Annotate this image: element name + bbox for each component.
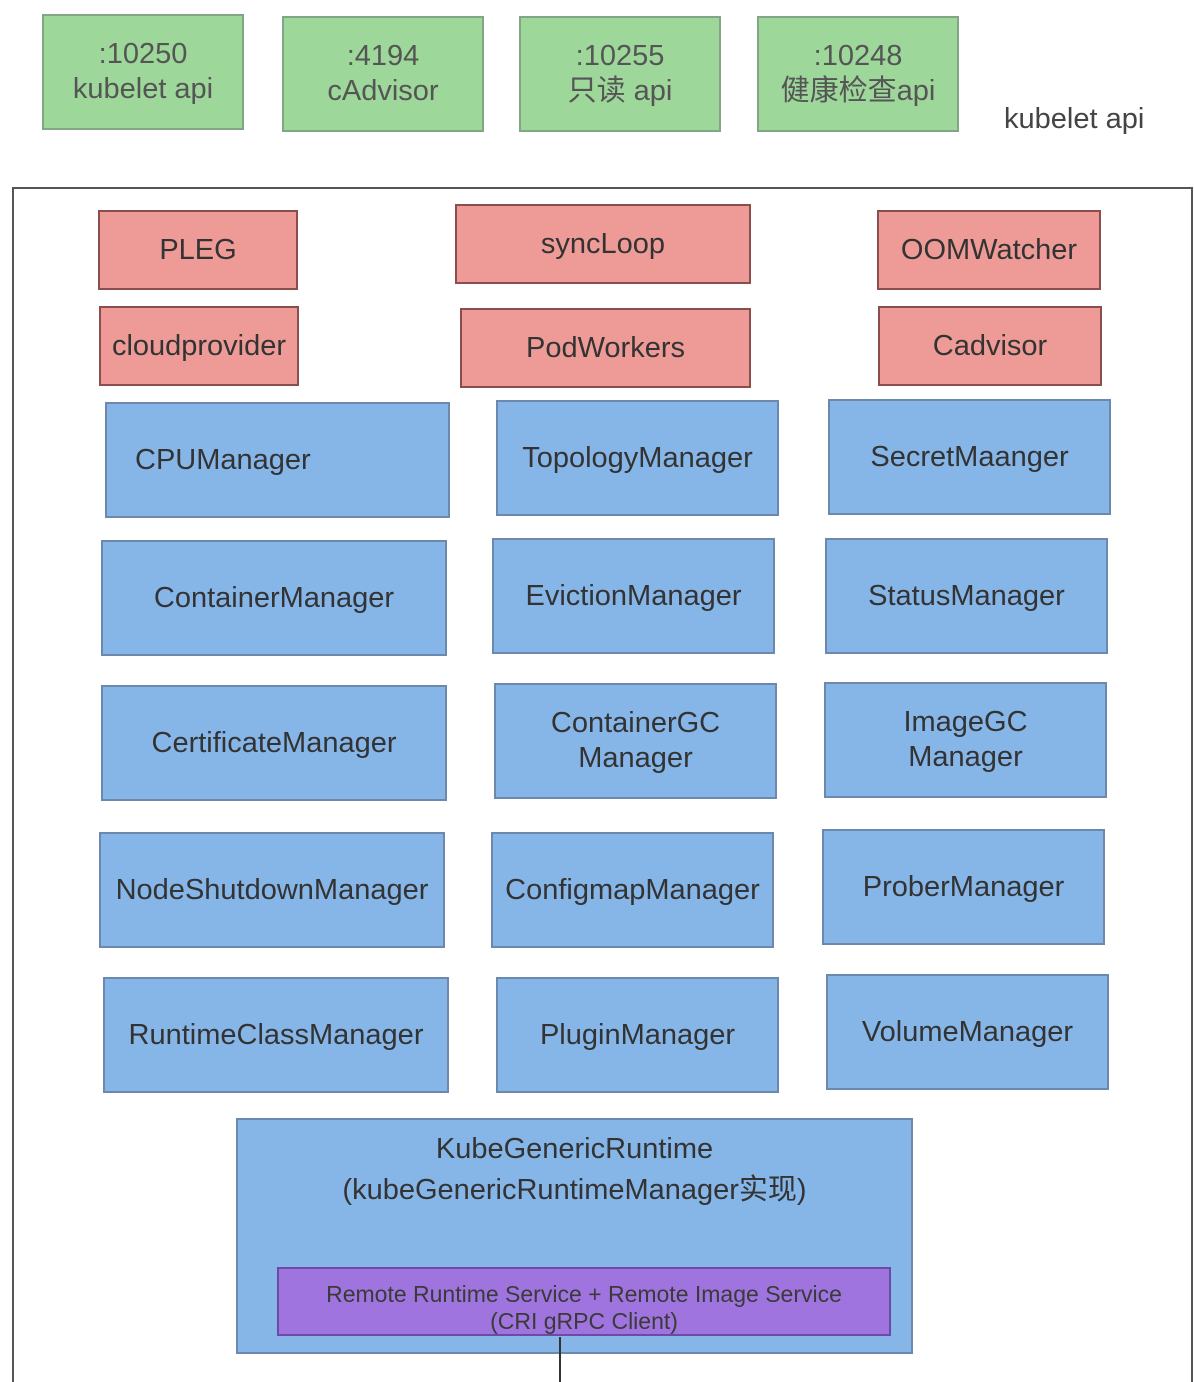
containergc-manager-box: ContainerGC Manager (494, 683, 777, 799)
configmap-manager-label: ConfigmapManager (505, 873, 760, 906)
cloudprovider-label: cloudprovider (111, 329, 287, 362)
port-name: kubelet api (72, 73, 214, 105)
nodeshutdown-manager-box: NodeShutdownManager (99, 832, 445, 948)
runtimeclass-manager-box: RuntimeClassManager (103, 977, 449, 1093)
runtime-title: KubeGenericRuntime (435, 1133, 714, 1165)
port-box-kubelet-api: :10250 kubelet api (42, 14, 244, 130)
plugin-manager-box: PluginManager (496, 977, 779, 1093)
prober-manager-label: ProberManager (862, 870, 1065, 903)
status-manager-label: StatusManager (868, 579, 1065, 612)
plugin-manager-label: PluginManager (539, 1018, 736, 1051)
port-number: :10250 (98, 38, 188, 71)
pleg-label: PLEG (159, 233, 237, 266)
connector-line (559, 1337, 561, 1382)
cadvisor-label: Cadvisor (932, 329, 1048, 362)
status-manager-box: StatusManager (825, 538, 1108, 654)
certificate-manager-label: CertificateManager (151, 726, 397, 759)
port-number: :4194 (346, 40, 420, 73)
imagegc-manager-label-line2: Manager (908, 741, 1023, 773)
cpu-manager-label: CPUManager (135, 443, 311, 476)
syncloop-label: syncLoop (540, 227, 666, 260)
kubelet-container (12, 187, 1193, 1382)
imagegc-manager-box: ImageGC Manager (824, 682, 1107, 798)
port-number: :10255 (575, 40, 665, 73)
eviction-manager-box: EvictionManager (492, 538, 775, 654)
cri-line2: (CRI gRPC Client) (490, 1308, 678, 1335)
configmap-manager-box: ConfigmapManager (491, 832, 774, 948)
cloudprovider-box: cloudprovider (99, 306, 299, 386)
podworkers-label: PodWorkers (525, 331, 686, 364)
syncloop-box: syncLoop (455, 204, 751, 284)
cadvisor-box: Cadvisor (878, 306, 1102, 386)
port-box-cadvisor: :4194 cAdvisor (282, 16, 484, 132)
prober-manager-box: ProberManager (822, 829, 1105, 945)
volume-manager-box: VolumeManager (826, 974, 1109, 1090)
kubelet-api-label: kubelet api (1004, 103, 1145, 135)
certificate-manager-box: CertificateManager (101, 685, 447, 801)
port-box-healthz-api: :10248 健康检查api (757, 16, 959, 132)
runtime-subtitle: (kubeGenericRuntimeManager实现) (342, 1173, 807, 1206)
pleg-box: PLEG (98, 210, 298, 290)
topology-manager-box: TopologyManager (496, 400, 779, 516)
topology-manager-label: TopologyManager (522, 441, 753, 474)
containergc-manager-label-line1: ContainerGC (550, 707, 721, 740)
imagegc-manager-label-line1: ImageGC (903, 706, 1028, 739)
nodeshutdown-manager-label: NodeShutdownManager (115, 873, 429, 906)
containergc-manager-label-line2: Manager (578, 742, 693, 774)
oomwatcher-box: OOMWatcher (877, 210, 1101, 290)
volume-manager-label: VolumeManager (861, 1015, 1074, 1048)
container-manager-label: ContainerManager (153, 581, 395, 614)
podworkers-box: PodWorkers (460, 308, 751, 388)
cri-grpc-client-box: Remote Runtime Service + Remote Image Se… (277, 1267, 891, 1336)
port-box-readonly-api: :10255 只读 api (519, 16, 721, 132)
secret-manager-label: SecretMaanger (870, 440, 1069, 473)
oomwatcher-label: OOMWatcher (900, 233, 1078, 266)
cri-line1: Remote Runtime Service + Remote Image Se… (326, 1281, 842, 1307)
port-name: 健康检查api (780, 75, 936, 107)
port-name: 只读 api (567, 75, 673, 107)
eviction-manager-label: EvictionManager (525, 579, 742, 612)
runtimeclass-manager-label: RuntimeClassManager (128, 1018, 424, 1051)
secret-manager-box: SecretMaanger (828, 399, 1111, 515)
container-manager-box: ContainerManager (101, 540, 447, 656)
port-number: :10248 (813, 40, 903, 73)
port-name: cAdvisor (327, 75, 439, 107)
cpu-manager-box: CPUManager (105, 402, 450, 518)
